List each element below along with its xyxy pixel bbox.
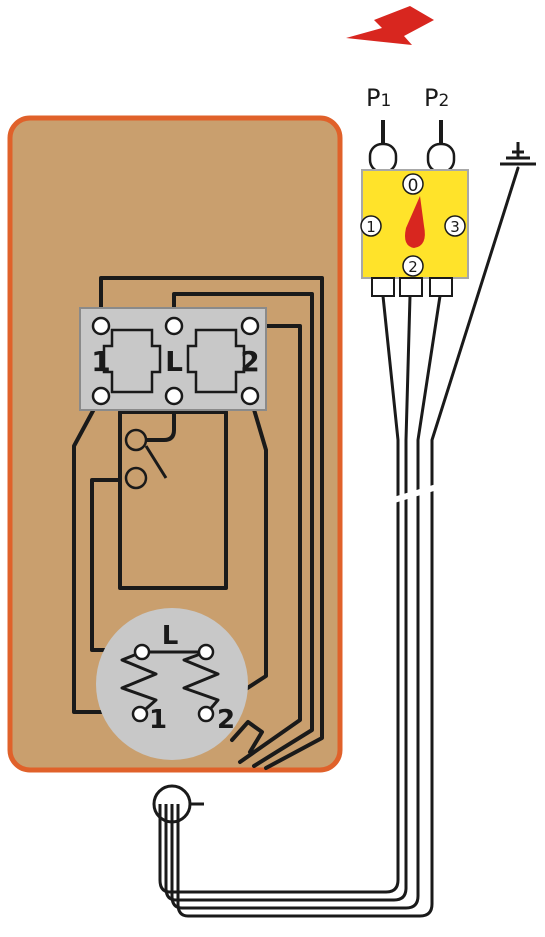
element-terminal-1: [131, 705, 149, 723]
terminal-l-top: [164, 316, 184, 336]
input-terminal-p2: [426, 142, 456, 174]
element-coil-right: [182, 650, 220, 715]
switch-knob-icon: [405, 196, 425, 248]
terminal-2-bottom: [240, 386, 260, 406]
switch-position-0-marker: [402, 173, 424, 195]
thermostat-lever: [144, 445, 168, 479]
switch-position-1-marker: [360, 215, 382, 237]
terminal-block-label-l: L: [165, 345, 183, 378]
ground-icon: [500, 142, 536, 166]
terminal-1-bottom: [91, 386, 111, 406]
selector-switch: 0 1 2 3: [360, 120, 469, 297]
terminal-block-label-2: 2: [240, 345, 259, 378]
cable-grommet: [152, 784, 204, 824]
switch-position-3: 3: [450, 218, 460, 236]
switch-position-3-marker: [444, 215, 466, 237]
thermostat: [124, 428, 168, 490]
switch-position-2-marker: [402, 255, 424, 277]
external-cable: [158, 166, 520, 918]
element-coil-left: [120, 650, 158, 716]
element-terminal-l1: [133, 643, 151, 661]
label-p2: P2: [424, 84, 449, 112]
terminal-l-bottom: [164, 386, 184, 406]
thermostat-contact-upper: [124, 428, 148, 452]
thermostat-contact-lower: [124, 466, 148, 490]
terminal-1-top: [91, 316, 111, 336]
element-label-2: 2: [217, 705, 235, 735]
element-label-l: L: [162, 621, 179, 651]
switch-position-2: 2: [408, 258, 418, 276]
element-terminal-l2: [197, 643, 215, 661]
heating-element: L 1 2: [96, 608, 248, 760]
terminal-block: 1 L 2: [79, 307, 267, 411]
label-p1: P1: [366, 84, 391, 112]
element-terminal-2: [197, 705, 215, 723]
direction-arrow-icon: [346, 6, 434, 45]
element-label-1: 1: [149, 705, 167, 735]
switch-position-1: 1: [366, 218, 376, 236]
input-terminal-p1: [368, 142, 398, 174]
internal-wiring: [72, 276, 324, 770]
switch-position-0: 0: [408, 176, 419, 196]
terminal-2-top: [240, 316, 260, 336]
terminal-block-label-1: 1: [91, 345, 110, 378]
